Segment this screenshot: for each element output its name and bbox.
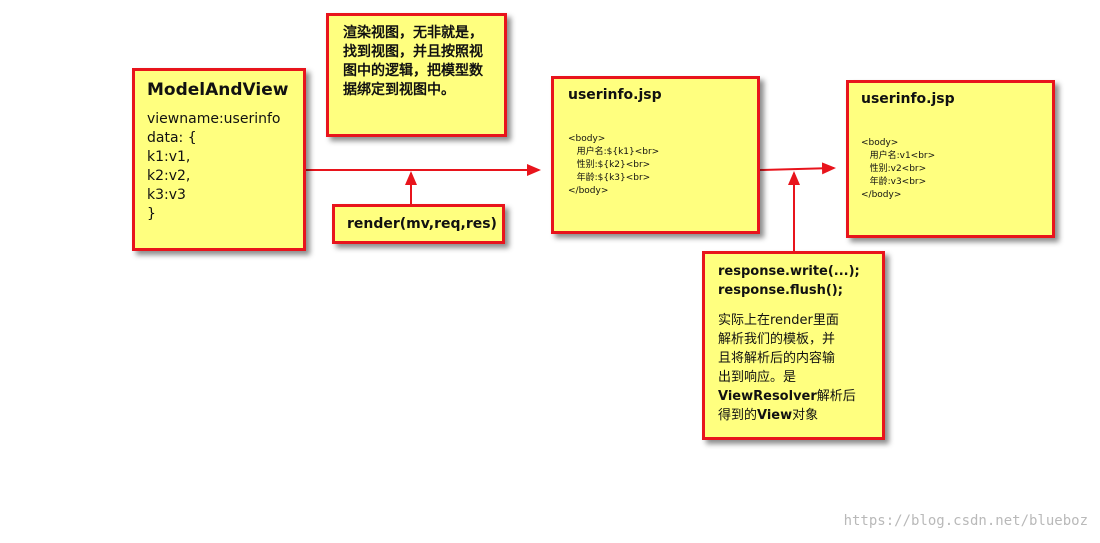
response-note-line: 实际上在render里面 (718, 313, 839, 328)
response-note-line: 出到响应。是 (718, 370, 797, 385)
jsp-rendered-line: <body> (861, 138, 899, 148)
mav-line: } (147, 206, 156, 222)
render-view-note: 渲染视图，无非就是，找到视图，并且按照视图中的逻辑，把模型数据绑定到视图中。 (326, 13, 507, 137)
mav-line: k2:v2, (147, 168, 191, 184)
view-resolver-suffix: 解析后 (816, 389, 856, 404)
jsp-template-line: 年龄:${k3}<br> (568, 173, 651, 183)
response-note-line: 得到的View对象 (718, 406, 869, 425)
watermark: https://blog.csdn.net/blueboz (843, 513, 1088, 529)
response-note: response.write(...); response.flush(); 实… (702, 251, 885, 440)
response-note-line: 解析我们的模板，并 (718, 332, 836, 347)
model-and-view-title: ModelAndView (147, 80, 289, 100)
render-call-box: render(mv,req,res) (332, 204, 505, 244)
jsp-rendered-line: 用户名:v1<br> (861, 151, 936, 161)
jsp-template-line: 性别:${k2}<br> (568, 160, 651, 170)
arrow-jsp-to-jsp (759, 162, 836, 175)
mav-line: data: { (147, 130, 197, 146)
render-view-note-text: 渲染视图，无非就是，找到视图，并且按照视图中的逻辑，把模型数据绑定到视图中。 (343, 25, 483, 98)
mav-line: k1:v1, (147, 149, 191, 165)
jsp-template-title: userinfo.jsp (568, 87, 662, 103)
jsp-template-line: 用户名:${k1}<br> (568, 147, 660, 157)
response-note-paragraph: 实际上在render里面 解析我们的模板，并 且将解析后的内容输 出到响应。是 … (718, 311, 869, 425)
response-note-line: 且将解析后的内容输 (718, 351, 836, 366)
jsp-rendered-box: userinfo.jsp <body> 用户名:v1<br> 性别:v2<br>… (846, 80, 1055, 238)
jsp-rendered-line: </body> (861, 190, 902, 200)
mav-line: k3:v3 (147, 187, 186, 203)
render-call-label: render(mv,req,res) (347, 216, 497, 232)
view-name: View (757, 408, 793, 423)
jsp-rendered-title: userinfo.jsp (861, 91, 955, 107)
jsp-template-box: userinfo.jsp <body> 用户名:${k1}<br> 性别:${k… (551, 76, 760, 234)
response-note-line: ViewResolver解析后 (718, 387, 869, 406)
last-line-prefix: 得到的 (718, 408, 758, 423)
jsp-rendered-line: 性别:v2<br> (861, 164, 927, 174)
response-flush-code: response.flush(); (718, 283, 843, 298)
model-and-view-box: ModelAndView viewname:userinfo data: { k… (132, 68, 306, 251)
view-resolver-name: ViewResolver (718, 389, 817, 404)
jsp-template-line: </body> (568, 186, 609, 196)
response-write-code: response.write(...); (718, 264, 860, 279)
last-line-suffix: 对象 (792, 408, 819, 423)
mav-line: viewname:userinfo (147, 111, 281, 127)
jsp-template-line: <body> (568, 134, 606, 144)
jsp-rendered-line: 年龄:v3<br> (861, 177, 927, 187)
